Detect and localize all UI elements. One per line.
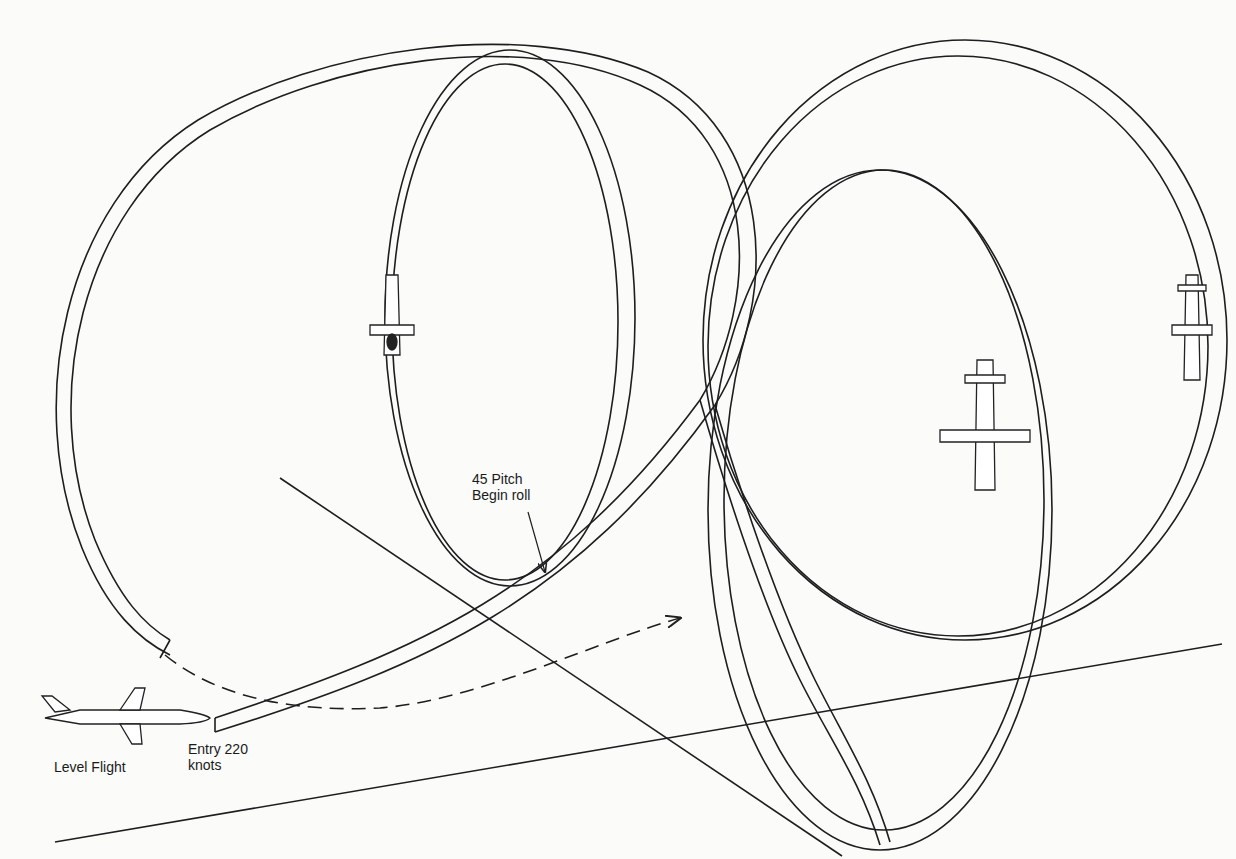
ribbon-edge	[708, 56, 1208, 636]
ground-line	[55, 644, 1222, 842]
ribbon-edge	[724, 170, 1044, 830]
aircraft-symbol	[42, 688, 210, 744]
leader-arrow	[528, 512, 545, 572]
aircraft-symbol	[370, 275, 414, 355]
text-label: Level Flight	[52, 758, 128, 776]
ribbon-edge	[715, 405, 890, 842]
ribbon-edge	[708, 170, 1052, 850]
ribbon-edge	[392, 64, 618, 580]
aircraft-symbol	[940, 360, 1030, 490]
ribbon-edge	[56, 44, 756, 732]
aircraft-symbol	[1172, 275, 1212, 380]
text-label: Entry 220 knots	[186, 740, 262, 774]
ribbon-edge	[385, 50, 635, 586]
ribbon-edge	[700, 400, 880, 845]
text-label: 45 Pitch Begin roll	[470, 470, 546, 504]
heading-line	[280, 478, 842, 856]
ribbon-edge	[703, 40, 1227, 640]
dashed-path	[165, 618, 680, 709]
ribbon-edge	[71, 57, 739, 718]
